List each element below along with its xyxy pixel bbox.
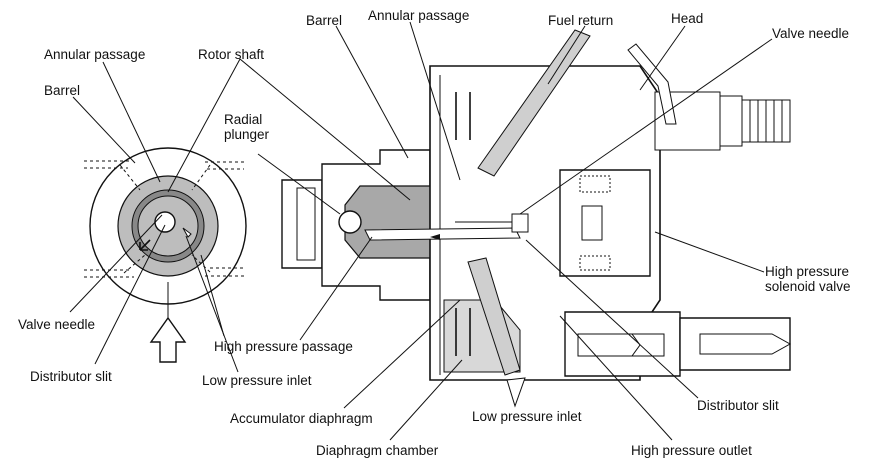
valve-needle-bore [154, 211, 176, 233]
solenoid-coil-bottom [579, 255, 611, 271]
leader-rotor-shaft-b [239, 58, 411, 201]
leader-radial-plunger [257, 153, 341, 215]
fitting-nut [719, 95, 743, 147]
label-annular-passage-left: Annular passage [44, 47, 145, 62]
low-pressure-inlet-arrow [149, 316, 187, 363]
leader-fuel-return [547, 25, 586, 85]
label-barrel-top: Barrel [306, 13, 342, 28]
curved-return-pipe [627, 43, 677, 125]
label-barrel-left: Barrel [44, 83, 80, 98]
label-fuel-return: Fuel return [548, 13, 613, 28]
outlet-bore [699, 333, 792, 355]
label-valve-needle-left: Valve needle [18, 317, 95, 332]
leader-annular-passage-top [409, 21, 461, 181]
plunger-housing-left [281, 179, 323, 269]
leader-head [639, 25, 686, 91]
valve-needle [511, 213, 529, 233]
label-valve-needle-right: Valve needle [772, 26, 849, 41]
solenoid-armature [581, 205, 603, 241]
label-line: Radial [224, 112, 262, 127]
leader-hp-passage-left [200, 254, 225, 337]
dashed-radial-lower [123, 254, 211, 274]
high-pressure-outlet-body [564, 311, 681, 377]
label-accumulator-diaphragm: Accumulator diaphragm [230, 411, 373, 426]
plunger-housing-inner [296, 187, 316, 261]
leader-barrel-left [72, 96, 136, 164]
leader-solenoid [654, 231, 765, 273]
label-distributor-slit-left: Distributor slit [30, 369, 112, 384]
dashed-passage-top-right [205, 161, 244, 170]
dashed-passage-bottom-left [84, 269, 134, 278]
leader-hp-passage-right [299, 236, 373, 341]
low-pressure-inlet-tube [467, 257, 521, 376]
flow-arrow-left [139, 239, 151, 251]
radial-plunger-ball [338, 210, 362, 234]
dashed-passage-bottom-right [205, 267, 244, 277]
leader-valve-needle-right [519, 38, 773, 215]
label-head: Head [671, 11, 703, 26]
label-distributor-slit-right: Distributor slit [697, 398, 779, 413]
dashed-passage-top-left [84, 160, 130, 169]
dashed-radial [119, 164, 211, 191]
label-high-pressure-passage: High pressure passage [214, 339, 353, 354]
leader-barrel-top [335, 25, 409, 159]
high-pressure-passage [364, 227, 521, 241]
solenoid-coil-top [579, 175, 611, 193]
fuel-return-tube [477, 29, 591, 177]
labels: Barrel Annular passage Fuel return Head … [18, 8, 851, 458]
leader-distributor-slit-left [94, 224, 166, 365]
leader-lines [69, 21, 773, 441]
flow-arrow-slit [182, 227, 192, 238]
leader-diaphragm-chamber [389, 359, 463, 441]
label-line: solenoid valve [765, 279, 851, 294]
leader-rotor-shaft-a [167, 58, 241, 193]
thread-lines [749, 100, 783, 142]
label-high-pressure-outlet: High pressure outlet [631, 443, 752, 458]
leader-valve-needle-left [69, 214, 163, 313]
low-pressure-inlet-arrow-right [506, 377, 526, 408]
leader-accumulator [343, 299, 461, 409]
leader-hp-outlet [559, 315, 673, 441]
outlet-valve-seat [577, 333, 665, 357]
label-low-pressure-inlet-right: Low pressure inlet [472, 409, 582, 424]
accumulator-diaphragm [455, 92, 471, 356]
high-pressure-outlet-pipe [679, 317, 791, 371]
label-diaphragm-chamber: Diaphragm chamber [316, 443, 439, 458]
label-line: High pressure [765, 264, 849, 279]
pump-section [281, 29, 792, 408]
label-annular-passage-top: Annular passage [368, 8, 469, 23]
label-line: plunger [224, 127, 270, 142]
hp-arrow [430, 234, 440, 240]
solenoid-valve-body [559, 169, 651, 277]
leader-annular-passage-left [102, 61, 161, 183]
leader-low-pressure-inlet-left [185, 235, 239, 373]
label-low-pressure-inlet-left: Low pressure inlet [202, 373, 312, 388]
label-rotor-shaft: Rotor shaft [198, 47, 264, 62]
leader-distributor-slit-right [525, 239, 699, 399]
